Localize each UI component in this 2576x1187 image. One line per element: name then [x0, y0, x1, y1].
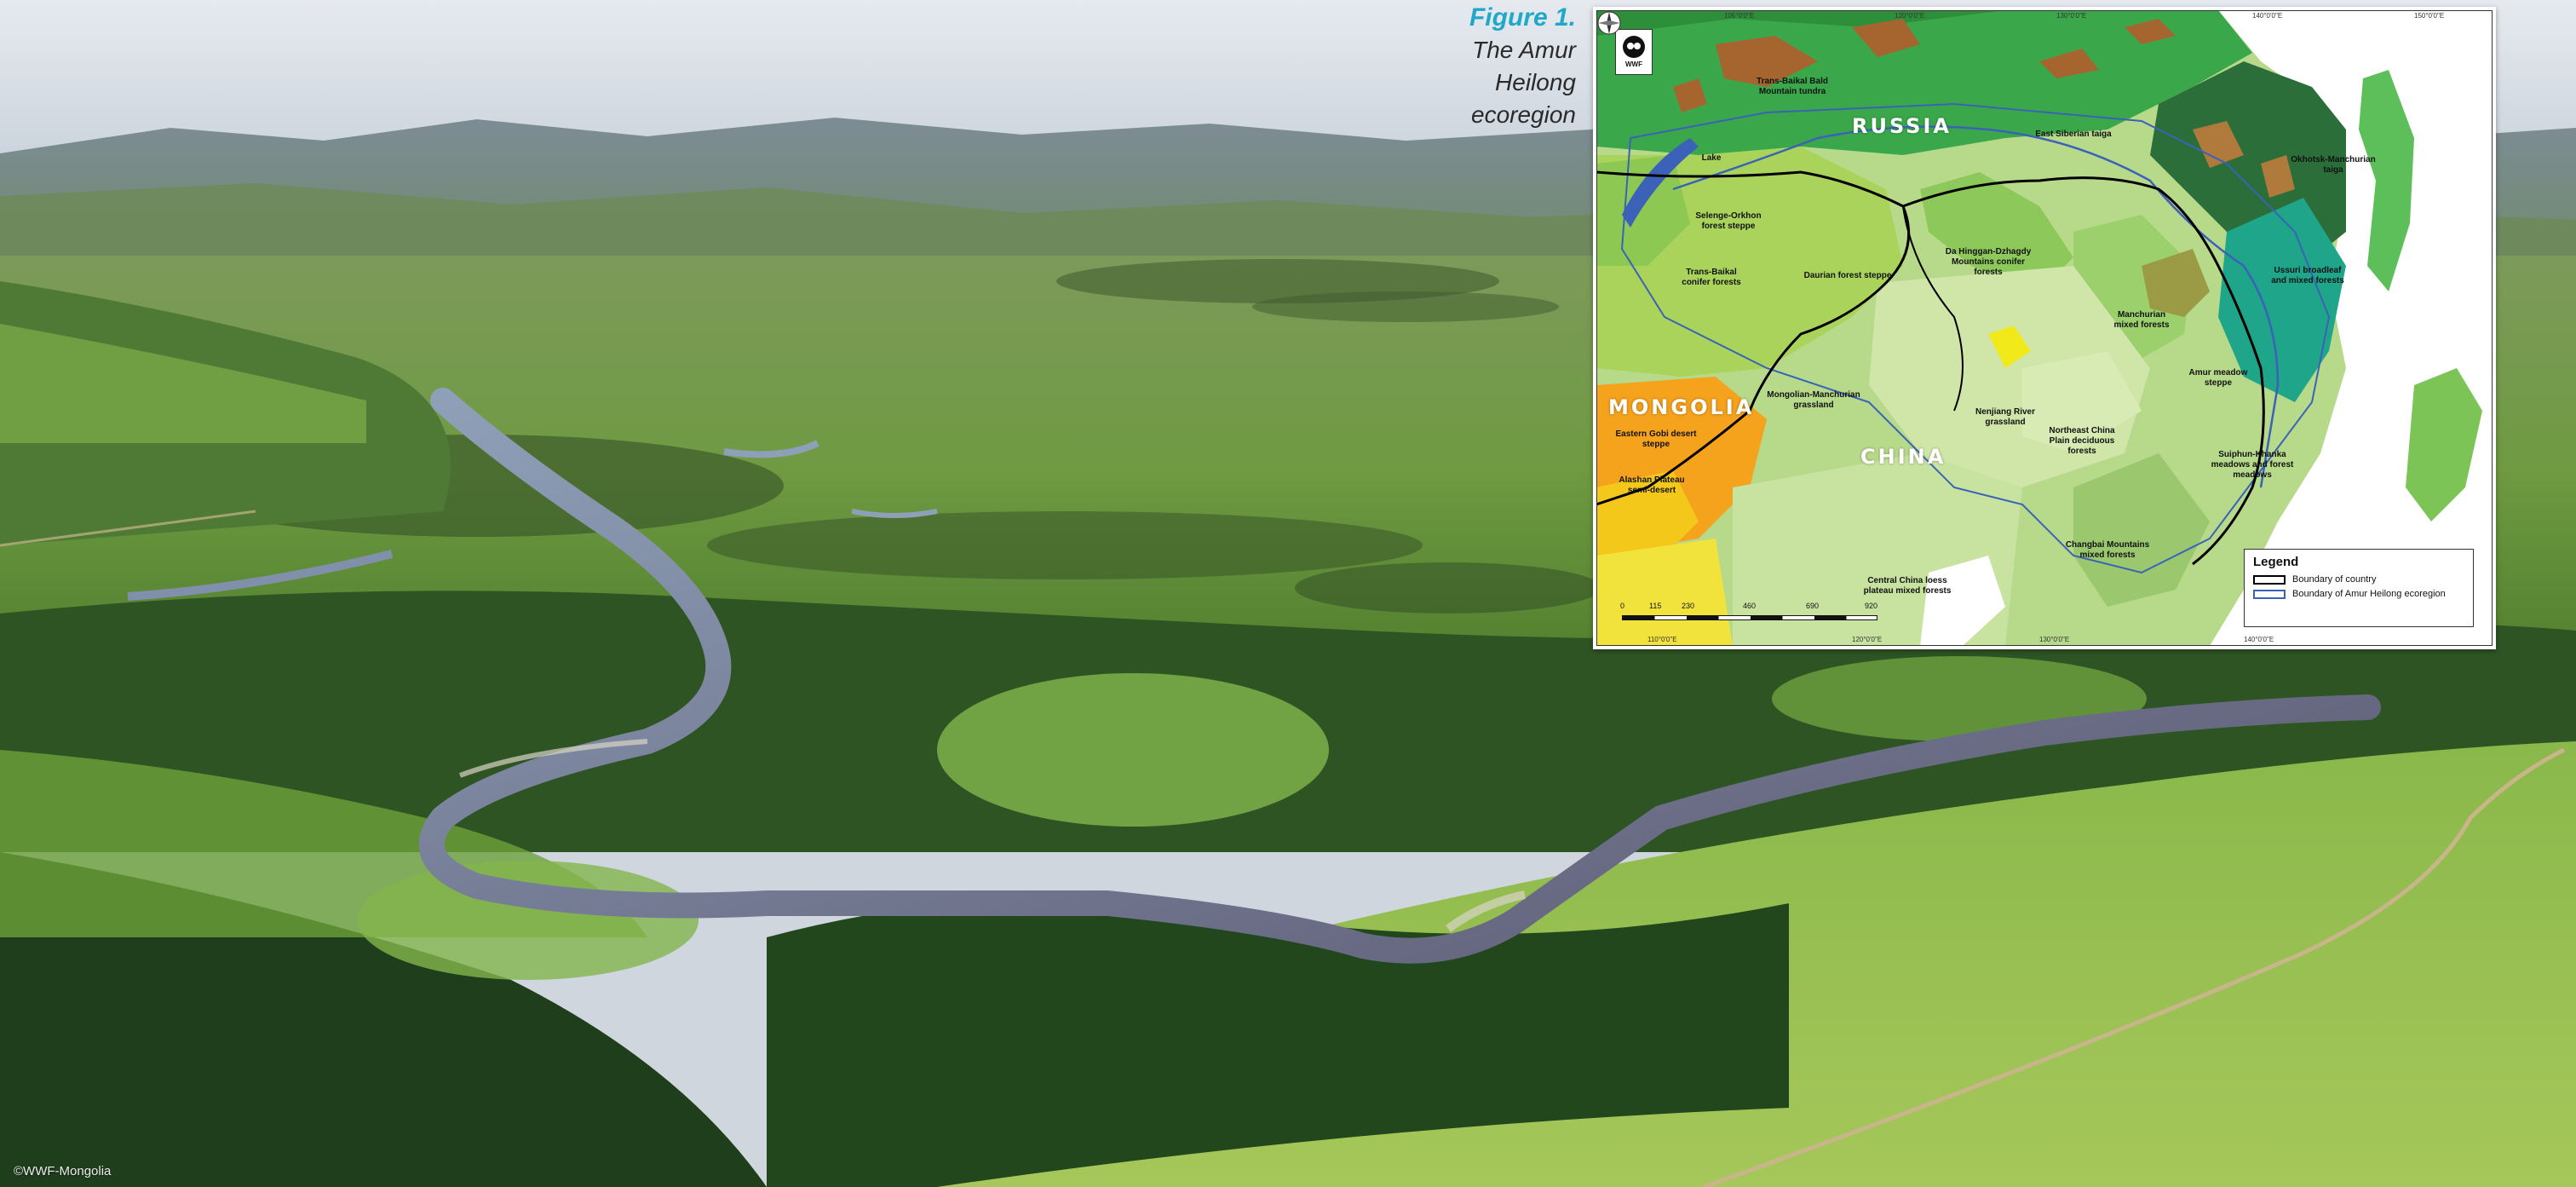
- photo-credit: ©WWF-Mongolia: [14, 1164, 112, 1178]
- wwf-logo: WWF: [1615, 29, 1653, 75]
- eco-label: Lake: [1701, 153, 1722, 163]
- country-label-china: CHINA: [1860, 445, 1946, 469]
- tick-top-1: 105°0'0"E: [1724, 12, 1755, 20]
- figure-caption: Figure 1. The Amur Heilong ecoregion: [1414, 2, 1576, 131]
- legend-label: Boundary of Amur Heilong ecoregion: [2292, 589, 2446, 599]
- tick-bottom-3: 130°0'0"E: [2039, 636, 2070, 643]
- eco-label: East Siberian taiga: [2035, 130, 2112, 139]
- wwf-logo-text: WWF: [1625, 61, 1642, 68]
- tick-top-4: 140°0'0"E: [2252, 12, 2283, 20]
- scale-label: 460: [1743, 602, 1757, 610]
- legend-item-ecoregion: Boundary of Amur Heilong ecoregion: [2253, 589, 2464, 599]
- country-label-mongolia: MONGOLIA: [1608, 395, 1755, 419]
- scale-label: 230: [1682, 602, 1695, 610]
- eco-label: Amur meadow steppe: [2188, 368, 2248, 388]
- legend-label: Boundary of country: [2292, 574, 2377, 585]
- eco-label: Manchurian mixed forests: [2113, 310, 2170, 330]
- caption-line-2: Heilong: [1495, 69, 1576, 95]
- country-label-russia: RUSSIA: [1852, 114, 1952, 138]
- scale-label: 0: [1620, 602, 1625, 610]
- eco-label: Trans-Baikal conifer forests: [1682, 268, 1741, 287]
- eco-label: Nenjiang River grassland: [1975, 407, 2036, 427]
- ecoregion-map: WWF 105°0'0"E 120°0'0"E 130°0'0"E 140°0'…: [1593, 7, 2496, 649]
- map-legend: Legend Boundary of country Boundary of A…: [2244, 549, 2474, 627]
- eco-label: Northeast China Plain deciduous forests: [2049, 426, 2115, 456]
- eco-label: Da Hinggan-Dzhagdy Mountains conifer for…: [1945, 247, 2032, 277]
- eco-label: Ussuri broadleaf and mixed forests: [2271, 266, 2344, 285]
- eco-label: Trans-Baikal Bald Mountain tundra: [1757, 77, 1828, 96]
- scale-label: 690: [1806, 602, 1820, 610]
- eco-label: Alashan Plateau semi-desert: [1619, 475, 1685, 495]
- eco-label: Daurian forest steppe: [1803, 271, 1892, 280]
- tick-bottom-2: 120°0'0"E: [1852, 636, 1883, 643]
- panda-icon: [1623, 36, 1645, 58]
- scale-label: 115: [1649, 602, 1662, 610]
- legend-item-country: Boundary of country: [2253, 574, 2464, 585]
- tick-top-5: 150°0'0"E: [2414, 12, 2445, 20]
- eco-label: Changbai Mountains mixed forests: [2065, 540, 2150, 560]
- eco-label: Mongolian-Manchurian grassland: [1767, 390, 1860, 410]
- legend-swatch-country: [2253, 574, 2286, 585]
- eco-label: Central China loess plateau mixed forest…: [1863, 576, 1952, 596]
- eco-label: Okhotsk-Manchurian taiga: [2291, 155, 2376, 175]
- scale-bar: 0 115 230 460 690 920: [1620, 602, 1878, 627]
- tick-top-3: 130°0'0"E: [2056, 12, 2087, 20]
- tick-bottom-4: 140°0'0"E: [2244, 636, 2274, 643]
- tick-top-2: 120°0'0"E: [1895, 12, 1925, 20]
- tick-bottom-1: 110°0'0"E: [1647, 636, 1677, 643]
- legend-title: Legend: [2253, 555, 2299, 569]
- eco-label: Suiphun-Khanka meadows and forest meadow…: [2211, 450, 2294, 480]
- caption-line-1: The Amur: [1472, 37, 1576, 63]
- scale-label: 920: [1865, 602, 1878, 610]
- caption-line-3: ecoregion: [1471, 101, 1576, 128]
- legend-swatch-ecoregion: [2253, 589, 2286, 599]
- scale-bar-graphic: [1622, 615, 1877, 620]
- eco-label: Eastern Gobi desert steppe: [1615, 429, 1697, 449]
- figure-label: Figure 1.: [1469, 3, 1576, 32]
- compass-icon: [1597, 11, 1621, 35]
- eco-label: Selenge-Orkhon forest steppe: [1695, 211, 1762, 231]
